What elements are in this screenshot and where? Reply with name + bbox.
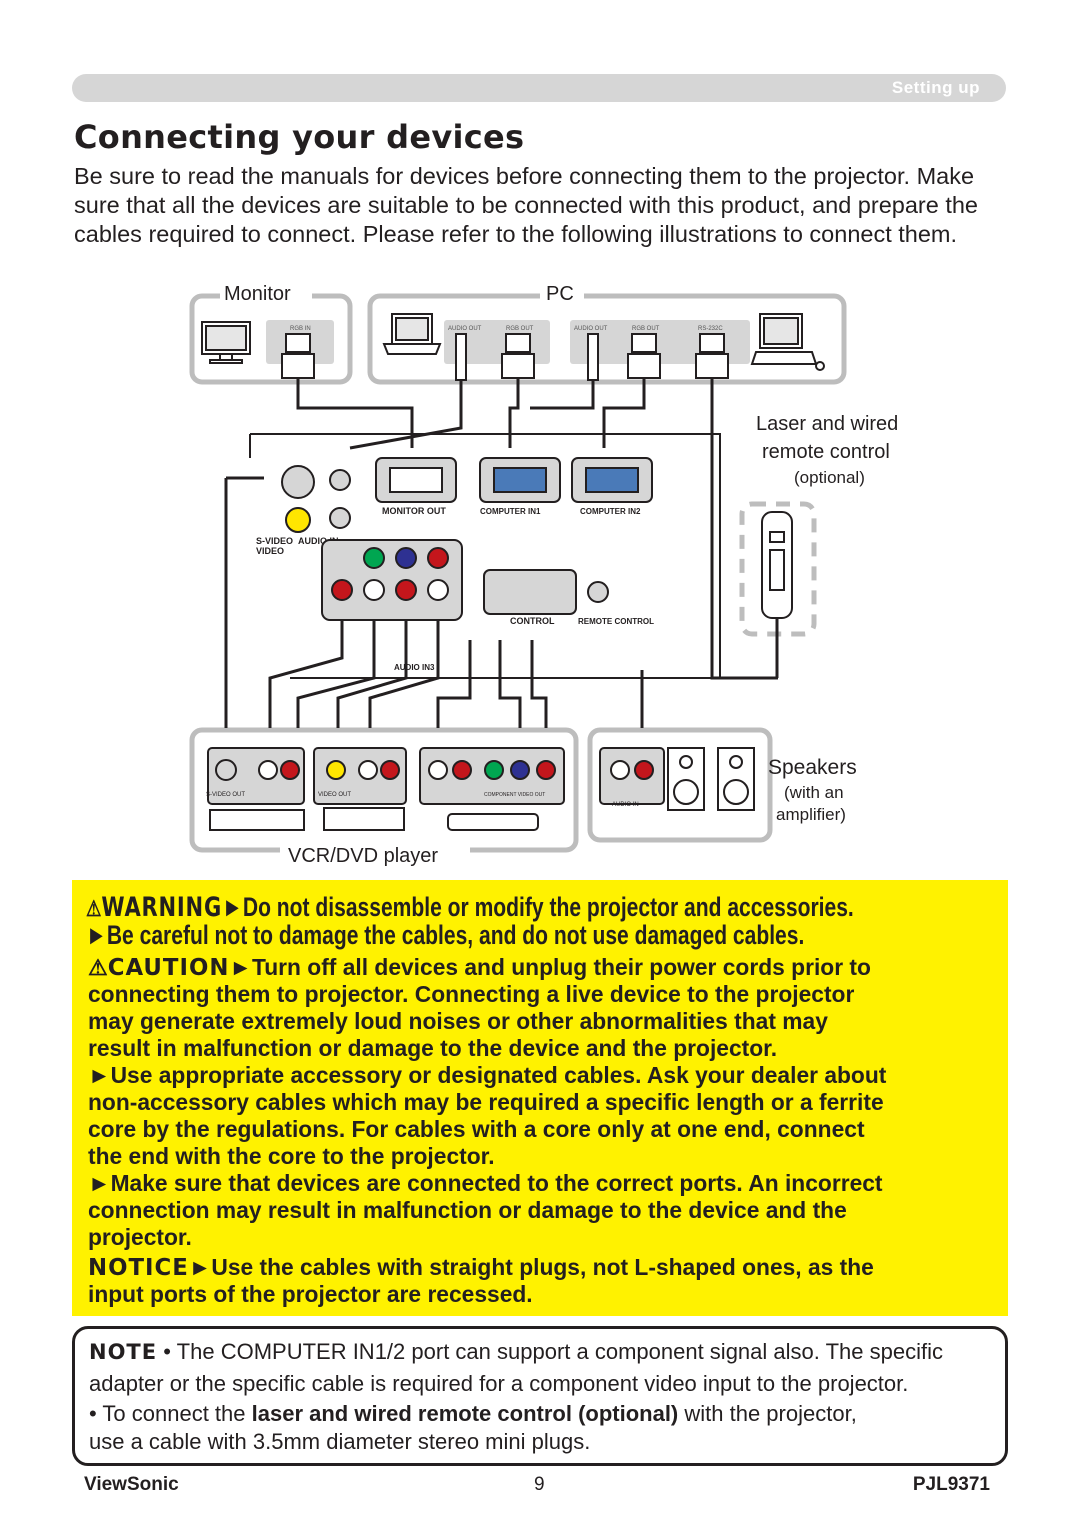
caution-line-8: the end with the core to the projector. [88, 1143, 495, 1169]
svg-text:MONITOR OUT: MONITOR OUT [382, 506, 446, 516]
monitor-icon [201, 321, 251, 364]
caution-line-5: ►Use appropriate accessory or designated… [88, 1062, 887, 1088]
note-line-2: adapter or the specific cable is require… [89, 1371, 909, 1396]
svg-text:COMPUTER IN2: COMPUTER IN2 [580, 507, 641, 516]
svg-text:COMPONENT VIDEO OUT: COMPONENT VIDEO OUT [484, 792, 545, 798]
cables-top [296, 378, 778, 680]
speakers-note-1: (with an [784, 783, 844, 802]
vcr-ports [207, 747, 565, 805]
svg-text:AUDIO OUT: AUDIO OUT [448, 326, 482, 332]
note-line-4: use a cable with 3.5mm diameter stereo m… [89, 1429, 591, 1454]
vcr-dvd-label: VCR/DVD player [288, 845, 438, 867]
laser-remote-optional: (optional) [794, 468, 865, 487]
connection-diagram: Monitor PC VCR/DVD player RGB IN AUDIO O… [189, 283, 898, 867]
notice-keyword: NOTICE [88, 1255, 189, 1281]
laser-remote-label-1: Laser and wired [756, 413, 898, 435]
svg-text:AUDIO IN3: AUDIO IN3 [394, 663, 435, 672]
notice-line-2: input ports of the projector are recesse… [88, 1281, 533, 1307]
section-header-bar: Setting up [72, 74, 1006, 102]
pc-label: PC [546, 283, 574, 305]
note-box: NOTE • The COMPUTER IN1/2 port can suppo… [72, 1326, 1008, 1466]
desktop-pc-icon [750, 313, 825, 371]
note-line-3: • To connect the laser and wired remote … [89, 1401, 857, 1426]
caution-line-11: projector. [88, 1224, 192, 1250]
caution-keyword: CAUTION [107, 955, 230, 981]
projector-panel [249, 433, 721, 679]
caution-line-7: core by the regulations. For cables with… [88, 1116, 865, 1142]
warning-triangle-icon: ⚠ [86, 896, 102, 921]
vcr-dvd-devices [209, 807, 539, 831]
caution-line-4: result in malfunction or damage to the d… [88, 1035, 778, 1061]
remote-control-icon [761, 511, 793, 619]
warning-line-1: ⚠WARNING►Do not disassemble or modify th… [86, 892, 854, 923]
note-line-1: NOTE • The COMPUTER IN1/2 port can suppo… [89, 1339, 943, 1364]
svg-text:AUDIO IN: AUDIO IN [298, 536, 339, 546]
warning-keyword: WARNING [101, 892, 223, 923]
caution-triangle-icon: ⚠ [88, 955, 108, 980]
laser-remote-label-2: remote control [762, 441, 890, 463]
caution-line-9: ►Make sure that devices are connected to… [88, 1170, 883, 1196]
component-ports [321, 539, 463, 621]
svg-text:CONTROL: CONTROL [510, 616, 555, 626]
section-label: Setting up [891, 78, 980, 97]
footer-page-number: 9 [534, 1474, 545, 1495]
svg-text:RS-232C: RS-232C [698, 326, 723, 332]
caution-line-1: ⚠CAUTION►Turn off all devices and unplug… [88, 954, 871, 981]
speakers-group-frame [587, 727, 773, 843]
speaker-ports [599, 747, 665, 805]
svg-text:VIDEO OUT: VIDEO OUT [318, 792, 351, 798]
caution-line-3: may generate extremely loud noises or ot… [88, 1008, 828, 1034]
notice-line-1: NOTICE►Use the cables with straight plug… [88, 1254, 874, 1281]
caution-line-6: non-accessory cables which may be requir… [88, 1089, 884, 1115]
page-title: Connecting your devices [74, 118, 525, 156]
svg-text:AUDIO IN: AUDIO IN [612, 802, 639, 808]
laptop-icon [382, 313, 442, 355]
av-ports [281, 465, 351, 533]
warning-box: ⚠WARNING►Do not disassemble or modify th… [72, 880, 1008, 1316]
caution-line-10: connection may result in malfunction or … [88, 1197, 847, 1223]
svg-text:S-VIDEO: S-VIDEO [256, 536, 293, 546]
svg-text:RGB IN: RGB IN [290, 326, 311, 332]
svg-text:RGB OUT: RGB OUT [632, 326, 660, 332]
svg-text:REMOTE CONTROL: REMOTE CONTROL [578, 617, 654, 626]
speakers-label: Speakers [768, 756, 857, 779]
monitor-label: Monitor [224, 283, 291, 305]
warning-line-2: ►Be careful not to damage the cables, an… [86, 920, 805, 950]
caution-line-2: connecting them to projector. Connecting… [88, 981, 855, 1007]
svg-text:RGB OUT: RGB OUT [506, 326, 534, 332]
speakers-icon [667, 747, 755, 811]
svg-text:S-VIDEO OUT: S-VIDEO OUT [206, 792, 245, 798]
footer-model: PJL9371 [912, 1474, 990, 1495]
svg-text:AUDIO OUT: AUDIO OUT [574, 326, 608, 332]
intro-paragraph: Be sure to read the manuals for devices … [74, 163, 979, 247]
cables-bottom [224, 476, 644, 728]
footer-brand: ViewSonic [84, 1474, 179, 1495]
projector-ports [375, 457, 653, 503]
note-keyword: NOTE [89, 1340, 158, 1364]
pc-group-frame [367, 293, 847, 385]
svg-text:VIDEO: VIDEO [256, 546, 284, 556]
speakers-note-2: amplifier) [776, 805, 846, 824]
vga-plugs-top [281, 333, 729, 381]
svg-text:COMPUTER IN1: COMPUTER IN1 [480, 507, 541, 516]
